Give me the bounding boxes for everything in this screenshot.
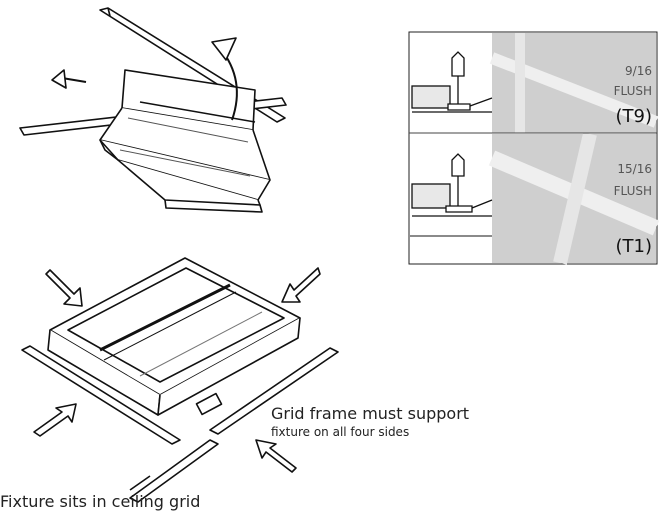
panel-t1-size: 15/16 [617, 162, 652, 176]
grid-support-caption-line2: fixture on all four sides [271, 425, 410, 439]
tilt-in-illustration [19, 7, 287, 213]
panel-t9-code: (T9) [615, 106, 653, 127]
panel-t1-style: FLUSH [613, 184, 652, 198]
panel-t9-style: FLUSH [613, 84, 652, 98]
bottom-caption: Fixture sits in ceiling grid [0, 492, 201, 511]
grid-frame-illustration [21, 257, 339, 503]
panel-t1-code: (T1) [615, 236, 653, 257]
grid-support-caption-line1: Grid frame must support [271, 404, 470, 423]
panel-t9-size: 9/16 [625, 64, 652, 78]
detail-panels [408, 31, 660, 265]
